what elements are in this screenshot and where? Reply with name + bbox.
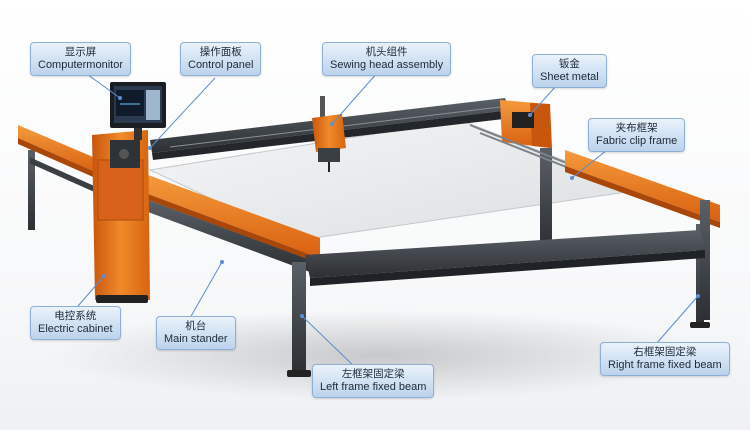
electric-cabinet xyxy=(92,130,150,303)
callout-computer-monitor: 显示屏 Computermonitor xyxy=(30,42,131,76)
left-frame-fixed-beam xyxy=(287,230,705,377)
callout-en: Control panel xyxy=(188,59,254,71)
callout-zh: 机头组件 xyxy=(365,46,408,58)
sheet-metal-housing xyxy=(500,100,556,251)
callout-fabric-clip-frame: 夹布框架 Fabric clip frame xyxy=(588,118,686,152)
main-stander-rail xyxy=(148,175,320,272)
callout-zh: 钣金 xyxy=(558,58,580,70)
callout-leader-dots xyxy=(102,96,700,318)
callout-zh: 电控系统 xyxy=(54,310,97,322)
callout-en: Sewing head assembly xyxy=(330,59,444,71)
sewing-head xyxy=(312,96,346,172)
callout-zh: 机台 xyxy=(185,320,207,332)
callout-en: Fabric clip frame xyxy=(596,135,678,147)
callout-en: Sheet metal xyxy=(540,71,599,83)
callout-zh: 操作面板 xyxy=(199,46,242,58)
callout-electric-cabinet: 电控系统 Electric cabinet xyxy=(30,306,121,340)
callout-zh: 右框架固定梁 xyxy=(633,346,697,358)
callout-sewing-head-assembly: 机头组件 Sewing head assembly xyxy=(322,42,452,76)
callout-main-stander: 机台 Main stander xyxy=(156,316,236,350)
callout-en: Electric cabinet xyxy=(38,323,113,335)
callout-en: Left frame fixed beam xyxy=(320,381,427,393)
callout-right-frame-fixed-beam: 右框架固定梁 Right frame fixed beam xyxy=(600,342,730,376)
callout-en: Main stander xyxy=(164,333,228,345)
right-rail xyxy=(565,150,720,328)
callout-zh: 左框架固定梁 xyxy=(341,368,405,380)
callout-control-panel: 操作面板 Control panel xyxy=(180,42,262,76)
left-rail xyxy=(18,125,101,235)
callout-left-frame-fixed-beam: 左框架固定梁 Left frame fixed beam xyxy=(312,364,435,398)
callout-leaders xyxy=(77,71,699,371)
callout-en: Computermonitor xyxy=(38,59,123,71)
callout-en: Right frame fixed beam xyxy=(608,359,722,371)
callout-zh: 夹布框架 xyxy=(615,122,658,134)
computer-monitor xyxy=(110,82,166,140)
callout-sheet-metal: 钣金 Sheet metal xyxy=(532,54,607,88)
callout-zh: 显示屏 xyxy=(64,46,97,58)
